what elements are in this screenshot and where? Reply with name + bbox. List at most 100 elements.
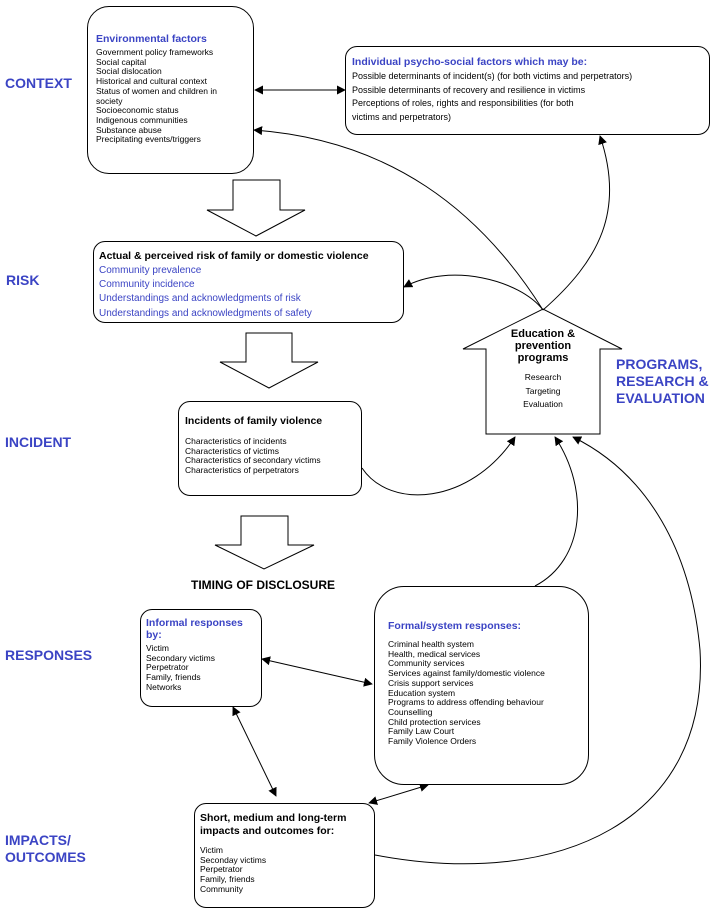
connector-formal-programs <box>534 436 579 587</box>
individual-factors-box: Individual psycho-social factors which m… <box>345 46 710 135</box>
label-programs-research-evaluation: PROGRAMS, RESEARCH & EVALUATION <box>616 356 709 407</box>
programs-box: Education & prevention programs Research… <box>490 328 596 412</box>
list-item: Victim <box>146 643 169 653</box>
incident-list: Characteristics of incidents Characteris… <box>185 436 355 476</box>
list-item: Secondary victims <box>146 652 215 663</box>
list-item: Understandings and acknowledgments of sa… <box>99 307 312 319</box>
environmental-factors-box: Environmental factors Government policy … <box>87 6 254 174</box>
list-item: Community prevalence <box>99 265 202 276</box>
connector-incident-programs <box>361 436 516 496</box>
list-item: Perceptions of roles, rights and respons… <box>352 98 574 108</box>
incident-title: Incidents of family violence <box>185 415 323 427</box>
connector-programs-risk <box>403 274 544 311</box>
individual-factors-title: Individual psycho-social factors which m… <box>352 56 588 68</box>
list-item: Government policy frameworks <box>96 47 214 57</box>
down-arrow-risk-incident <box>219 332 319 389</box>
incident-box: Incidents of family violence Characteris… <box>178 401 362 496</box>
label-context: CONTEXT <box>5 75 72 91</box>
programs-title-line2: prevention <box>514 340 572 352</box>
impacts-title-line1: Short, medium and long-term <box>200 812 347 824</box>
list-item: Counselling <box>388 706 433 717</box>
label-programs-line1: PROGRAMS, <box>616 356 703 372</box>
list-item: Services against family/domestic violenc… <box>388 668 545 679</box>
label-impacts-outcomes: IMPACTS/ OUTCOMES <box>5 832 86 866</box>
impacts-list: Victim Seconday victims Perpetrator Fami… <box>200 845 369 895</box>
label-impacts-line2: OUTCOMES <box>5 849 86 865</box>
list-item: Characteristics of victims <box>185 445 279 456</box>
formal-title: Formal/system responses: <box>388 620 522 632</box>
list-item: Status of women and children in <box>96 85 217 96</box>
label-programs-line3: EVALUATION <box>616 390 705 406</box>
list-item: Education system <box>388 687 456 698</box>
environmental-factors-list: Government policy frameworks Social capi… <box>96 47 245 145</box>
list-item: Crisis support services <box>388 677 474 688</box>
down-arrow-incident-disclosure <box>214 515 315 570</box>
list-item: Historical and cultural context <box>96 76 208 87</box>
list-item: Indigenous communities <box>96 114 188 125</box>
programs-list: Research Targeting Evaluation <box>490 371 596 412</box>
list-item: Research <box>524 372 562 382</box>
informal-title-line1: Informal responses <box>146 617 243 629</box>
informal-list: Victim Secondary victims Perpetrator Fam… <box>146 643 256 693</box>
list-item: Precipitating events/triggers <box>96 134 201 145</box>
connector-programs-individual <box>542 135 611 311</box>
programs-title-line3: programs <box>517 352 569 364</box>
list-item: Programs to address offending behaviour <box>388 697 544 708</box>
informal-title-line2: by: <box>146 629 162 641</box>
connector-informal-formal <box>261 656 373 687</box>
connector-programs-environmental <box>253 126 544 311</box>
label-responses: RESPONSES <box>5 647 93 663</box>
list-item: Networks <box>146 681 182 692</box>
risk-title: Actual & perceived risk of family or dom… <box>99 250 369 262</box>
impacts-title-line2: impacts and outcomes for: <box>200 825 335 837</box>
list-item: Perpetrator <box>200 864 243 875</box>
list-item: Health, medical services <box>388 648 481 659</box>
list-item: Child protection services <box>388 716 481 727</box>
formal-responses-box: Formal/system responses: Criminal health… <box>374 586 589 785</box>
environmental-factors-title: Environmental factors <box>96 33 207 45</box>
list-item: Victim <box>200 845 223 855</box>
list-item: Characteristics of incidents <box>185 436 287 446</box>
timing-of-disclosure-label: TIMING OF DISCLOSURE <box>191 578 335 592</box>
list-item: Understandings and acknowledgments of ri… <box>99 293 301 305</box>
formal-list: Criminal health system Health, medical s… <box>388 639 582 747</box>
list-item: Community <box>200 883 243 894</box>
list-item: Community incidence <box>99 279 195 291</box>
label-impacts-line1: IMPACTS/ <box>5 832 71 848</box>
list-item: Family Law Court <box>388 726 455 737</box>
label-risk: RISK <box>6 272 40 288</box>
list-item: Seconday victims <box>200 854 267 865</box>
list-item: victims and perpetrators) <box>352 111 452 122</box>
list-item: Characteristics of secondary victims <box>185 455 321 466</box>
list-item: Family, friends <box>200 874 255 885</box>
impacts-outcomes-box: Short, medium and long-term impacts and … <box>194 803 375 908</box>
risk-list: Community prevalence Community incidence… <box>99 264 398 321</box>
list-item: Perpetrator <box>146 662 189 673</box>
programs-title-line1: Education & <box>510 328 576 340</box>
list-item: Characteristics of perpetrators <box>185 465 299 476</box>
connector-informal-impacts <box>232 706 277 797</box>
list-item: Community services <box>388 658 465 669</box>
list-item: Family Violence Orders <box>388 736 477 747</box>
list-item: Possible determinants of recovery and re… <box>352 84 586 95</box>
list-item: Family, friends <box>146 672 201 683</box>
list-item: Social capital <box>96 56 147 67</box>
programs-arrow-shape <box>462 308 623 435</box>
individual-factors-list: Possible determinants of incident(s) (fo… <box>352 70 703 124</box>
connector-impacts-programs <box>374 436 701 865</box>
informal-responses-box: Informal responses by: Victim Secondary … <box>140 609 262 707</box>
down-arrow-context-risk <box>206 179 306 237</box>
label-incident: INCIDENT <box>5 434 72 450</box>
list-item: Evaluation <box>523 399 563 409</box>
label-programs-line2: RESEARCH & <box>616 373 709 389</box>
list-item: Possible determinants of incident(s) (fo… <box>352 71 633 81</box>
connector-formal-impacts <box>368 783 429 805</box>
list-item: Substance abuse <box>96 124 162 135</box>
risk-box: Actual & perceived risk of family or dom… <box>93 241 404 323</box>
list-item: Social dislocation <box>96 66 162 77</box>
list-item: Socioeconomic status <box>96 105 179 116</box>
list-item: Criminal health system <box>388 639 474 649</box>
list-item: Targeting <box>525 385 561 396</box>
list-item: society <box>96 95 123 106</box>
